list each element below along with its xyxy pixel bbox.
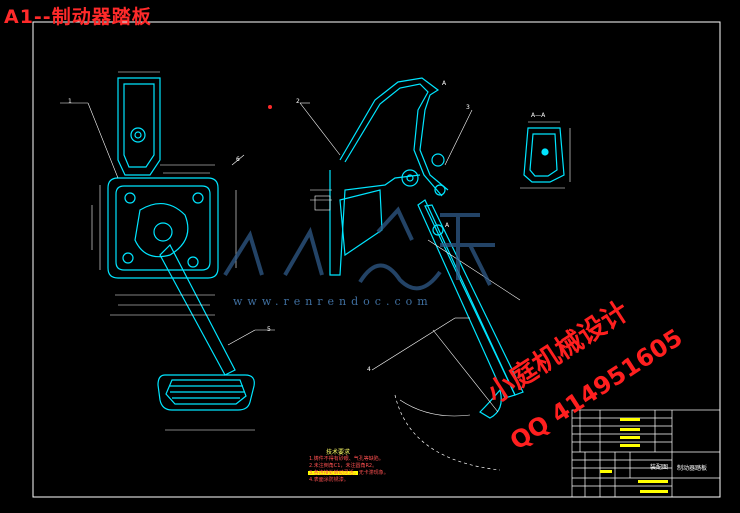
callout-4: 4 (367, 366, 371, 373)
section-mark-a-top: A (442, 80, 447, 87)
outer-frame (32, 21, 721, 498)
section-view (523, 127, 565, 183)
front-view-dimensions (60, 71, 275, 431)
marker-dot (268, 105, 272, 109)
title-block-highlights (600, 418, 668, 493)
site-watermark: www.renrendoc.com (233, 295, 433, 308)
side-view-dimensions (299, 102, 521, 417)
notes-title: 技术要求 (326, 449, 351, 456)
callout-2: 2 (296, 98, 300, 105)
section-dimensions (520, 121, 571, 189)
section-mark-a-bottom: A (445, 222, 450, 229)
title-block-name: 制动器踏板 (677, 465, 708, 472)
callout-5: 5 (267, 326, 271, 333)
section-label: A—A (531, 112, 546, 119)
note-item: 4.表面涂防锈漆。 (309, 477, 349, 483)
note-item: 1.铸件不得有砂眼、气孔等缺陷。 (309, 456, 384, 462)
logo-watermark (223, 206, 495, 291)
front-view (107, 77, 255, 411)
note-item: 2.未注倒角C1，未注圆角R2。 (309, 463, 378, 469)
title-block-view: 装配图 (650, 464, 669, 471)
swing-arc (394, 394, 501, 471)
callout-1: 1 (68, 98, 72, 105)
notes-highlight (308, 471, 358, 475)
note-item: 3.各连接处转动灵活，无卡滞现象。 (309, 470, 389, 476)
notes-list: 1.铸件不得有砂眼、气孔等缺陷。 2.未注倒角C1，未注圆角R2。 3.各连接处… (309, 456, 389, 484)
callout-3: 3 (466, 104, 470, 111)
callout-6: 6 (236, 156, 240, 163)
title-block (571, 409, 721, 498)
drawing-title: A1--制动器踏板 (4, 6, 152, 28)
